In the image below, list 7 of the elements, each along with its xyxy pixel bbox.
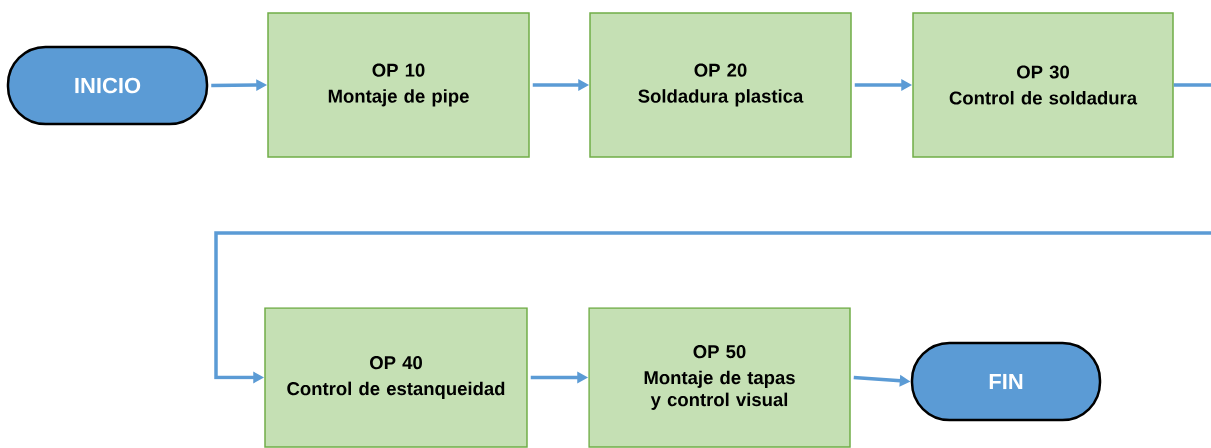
- process-box: OP 30 Control de soldadura: [912, 12, 1174, 158]
- terminal-pill: INICIO: [6, 45, 209, 126]
- process-box: OP 10 Montaje de pipe: [267, 12, 530, 158]
- process-box: OP 40 Control de estanqueidad: [264, 307, 528, 448]
- process-box: OP 20 Soldadura plastica: [589, 12, 852, 158]
- process-box: OP 50 Montaje de tapas y control visual: [588, 307, 851, 448]
- terminal-pill: FIN: [910, 341, 1102, 422]
